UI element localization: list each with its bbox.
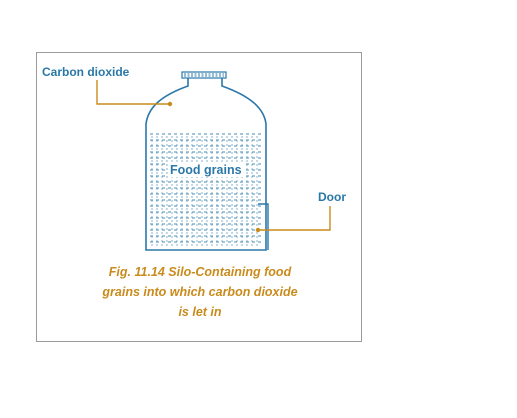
- figure-frame: [36, 52, 362, 342]
- food-grains-fill: [150, 133, 262, 246]
- door-leader-dot: [255, 227, 261, 233]
- caption-line-1: Fig. 11.14 Silo-Containing food: [108, 265, 292, 279]
- door-leader: [258, 206, 331, 231]
- silo-outline: [145, 78, 267, 251]
- figure-caption: Fig. 11.14 Silo-Containing food grains i…: [60, 262, 340, 322]
- silo-cap: [181, 71, 227, 79]
- carbon-dioxide-label: Carbon dioxide: [42, 65, 130, 79]
- food-grains-label: Food grains: [168, 163, 244, 177]
- caption-line-2: grains into which carbon dioxide: [102, 285, 298, 299]
- silo-door: [258, 203, 269, 250]
- carbon-dioxide-leader-dot: [167, 101, 173, 107]
- carbon-dioxide-leader: [96, 80, 170, 105]
- caption-line-3: is let in: [178, 305, 222, 319]
- door-label: Door: [318, 190, 346, 204]
